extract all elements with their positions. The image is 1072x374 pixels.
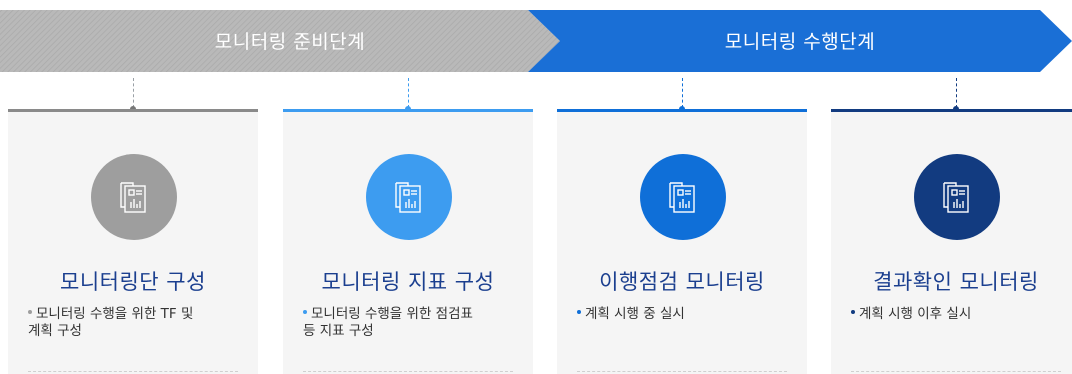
report-document-icon: [120, 182, 146, 213]
divider: [577, 371, 787, 372]
step-title: 이행점검 모니터링: [599, 270, 765, 294]
card-body: 이행점검 모니터링 계획 시행 중 실시: [557, 109, 807, 374]
connector-line: [408, 78, 409, 108]
step-title: 모니터링단 구성: [60, 270, 206, 294]
description-line: 등 지표 구성: [303, 323, 374, 339]
step-icon-circle: [91, 154, 177, 240]
connector-line: [682, 78, 683, 108]
step-description: 계획 시행 중 실시: [577, 306, 797, 323]
phase-banner-arrows: [0, 10, 1072, 72]
report-document-icon: [395, 182, 421, 213]
step-card-indicators: 모니터링 지표 구성 모니터링 수행을 위한 점검표 등 지표 구성: [283, 78, 533, 374]
exec-phase-label: 모니터링 수행단계: [724, 31, 876, 53]
step-icon-circle: [914, 154, 1000, 240]
step-icon-circle: [366, 154, 452, 240]
report-document-icon: [669, 182, 695, 213]
description-line: 모니터링 수행을 위한 TF 및: [28, 306, 248, 323]
divider: [28, 371, 238, 372]
description-line: 계획 시행 이후 실시: [851, 306, 1071, 323]
step-title: 모니터링 지표 구성: [321, 270, 495, 294]
bullet-icon: [577, 310, 581, 314]
connector-line: [133, 78, 134, 108]
bullet-icon: [851, 310, 855, 314]
bullet-icon: [303, 310, 307, 314]
step-card-implementation: 이행점검 모니터링 계획 시행 중 실시: [557, 78, 807, 374]
step-description: 모니터링 수행을 위한 점검표 등 지표 구성: [303, 306, 523, 340]
phase-banner: 모니터링 준비단계 모니터링 수행단계: [0, 0, 1072, 80]
step-description: 계획 시행 이후 실시: [851, 306, 1071, 323]
card-body: 모니터링 지표 구성 모니터링 수행을 위한 점검표 등 지표 구성: [283, 109, 533, 374]
report-document-icon: [943, 182, 969, 213]
step-title: 결과확인 모니터링: [873, 270, 1039, 294]
divider: [303, 371, 513, 372]
step-card-result: 결과확인 모니터링 계획 시행 이후 실시: [831, 78, 1072, 374]
description-line: 모니터링 수행을 위한 점검표: [303, 306, 523, 323]
description-line: 계획 구성: [28, 323, 82, 339]
prep-phase-arrow: [0, 10, 560, 72]
step-icon-circle: [640, 154, 726, 240]
step-description: 모니터링 수행을 위한 TF 및 계획 구성: [28, 306, 248, 340]
connector-line: [956, 78, 957, 108]
card-body: 결과확인 모니터링 계획 시행 이후 실시: [831, 109, 1072, 374]
bullet-icon: [28, 310, 32, 314]
exec-phase-arrow: [528, 10, 1072, 72]
divider: [851, 371, 1061, 372]
prep-phase-label: 모니터링 준비단계: [214, 31, 366, 53]
step-card-team: 모니터링단 구성 모니터링 수행을 위한 TF 및 계획 구성: [8, 78, 258, 374]
card-body: 모니터링단 구성 모니터링 수행을 위한 TF 및 계획 구성: [8, 109, 258, 374]
description-line: 계획 시행 중 실시: [577, 306, 797, 323]
